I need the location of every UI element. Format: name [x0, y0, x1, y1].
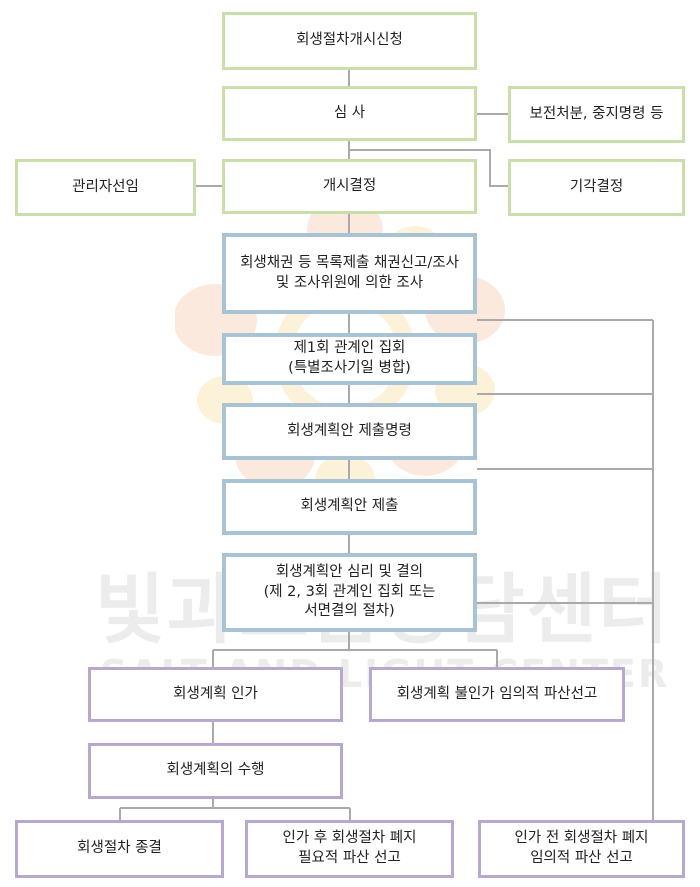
node-dismissal: 기각결정: [508, 159, 685, 216]
node-plan-submit: 회생계획안 제출: [222, 479, 477, 535]
node-application: 회생절차개시신청: [222, 12, 477, 70]
node-termination: 회생절차 종결: [15, 820, 224, 878]
node-pre-approval-abolition-label-line2: 임의적 파산 선고: [530, 850, 633, 866]
node-plan-submit-label: 회생계획안 제출: [300, 498, 399, 515]
node-trustee: 관리자선임: [15, 159, 196, 216]
node-pre-approval-abolition: 인가 전 회생절차 폐지 임의적 파산 선고: [478, 820, 685, 878]
node-plan-approval-label: 회생계획 인가: [173, 685, 258, 702]
node-plan-approval: 회생계획 인가: [88, 667, 343, 722]
node-review: 심 사: [222, 86, 477, 141]
node-first-meeting-label-line1: 제1회 관계인 집회: [293, 340, 406, 357]
node-plan-review-label-line2: (제 2, 3회 관계인 집회 또는: [263, 583, 436, 600]
node-dismissal-label: 기각결정: [569, 178, 624, 195]
node-first-meeting-label-line2: (특별조사기일 병합): [288, 360, 411, 376]
node-plan-review: 회생계획안 심리 및 결의 (제 2, 3회 관계인 집회 또는 서면결의 절차…: [222, 553, 477, 632]
node-plan-order-label: 회생계획안 제출명령: [287, 422, 412, 439]
node-pre-approval-abolition-label-line1: 인가 전 회생절차 폐지: [514, 830, 649, 847]
node-trustee-label: 관리자선임: [72, 178, 139, 195]
node-plan-order: 회생계획안 제출명령: [222, 403, 477, 460]
node-commencement-label: 개시결정: [322, 177, 377, 194]
node-plan-rejection: 회생계획 불인가 임의적 파산선고: [369, 667, 625, 722]
node-claims: 회생채권 등 목록제출 채권신고/조사 및 조사위원에 의한 조사: [222, 233, 477, 314]
node-termination-label: 회생절차 종결: [77, 840, 162, 857]
node-post-approval-abolition-label-line2: 필요적 파산 선고: [298, 850, 401, 866]
node-plan-review-label-line1: 회생계획안 심리 및 결의: [275, 564, 424, 581]
node-post-approval-abolition-label-line1: 인가 후 회생절차 폐지: [282, 830, 417, 847]
node-post-approval-abolition: 인가 후 회생절차 폐지 필요적 파산 선고: [245, 820, 454, 878]
node-review-label: 심 사: [333, 104, 366, 121]
node-plan-execution-label: 회생계획의 수행: [166, 762, 265, 779]
connector-review-dismissal: [349, 149, 508, 187]
node-plan-execution: 회생계획의 수행: [88, 743, 343, 799]
node-plan-rejection-label: 회생계획 불인가 임의적 파산선고: [396, 685, 598, 702]
node-application-label: 회생절차개시신청: [296, 32, 403, 49]
node-claims-label-line2: 및 조사위원에 의한 조사: [275, 274, 424, 291]
node-claims-label-line1: 회생채권 등 목록제출 채권신고/조사: [240, 254, 459, 271]
node-plan-review-label-line3: 서면결의 절차): [304, 603, 395, 620]
node-preservation: 보전처분, 중지명령 등: [508, 86, 685, 143]
node-commencement: 개시결정: [222, 159, 477, 214]
node-first-meeting: 제1회 관계인 집회 (특별조사기일 병합): [222, 333, 477, 385]
node-preservation-label: 보전처분, 중지명령 등: [529, 105, 664, 122]
